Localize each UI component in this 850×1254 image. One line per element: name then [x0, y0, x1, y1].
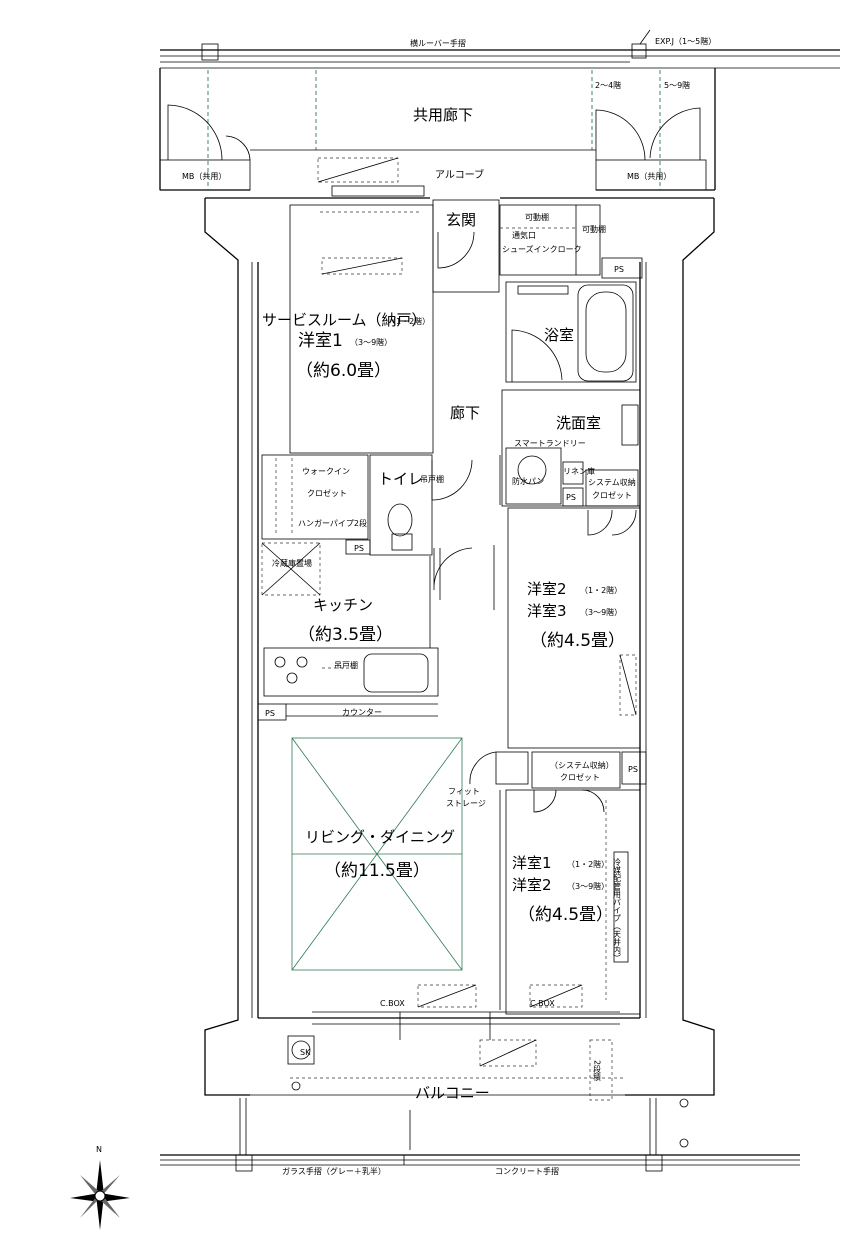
- washroom-label: 洗面室: [556, 414, 601, 432]
- toilet-label: トイレ: [378, 470, 423, 488]
- walkin-label: ウォークイン: [302, 467, 350, 476]
- expj-label: EXP.J（1～5階）: [655, 36, 716, 46]
- system-storage-2-label: （システム収納）: [550, 760, 614, 770]
- service-room-size: （約6.0畳）: [296, 361, 391, 381]
- sk-label: SK: [300, 1048, 311, 1057]
- hall-doors: [439, 455, 501, 610]
- hanger-pipe-label: ハンガーパイプ2段: [298, 518, 367, 528]
- service-room-label: サービスルーム（納戸）: [262, 311, 427, 329]
- living-dining-label: リビング・ダイニング: [305, 828, 455, 846]
- kitchen-size: （約3.5畳）: [298, 625, 393, 645]
- entrance-label: 玄関: [446, 211, 476, 229]
- bottom-rail: [160, 1154, 800, 1172]
- counter-label: カウンター: [342, 708, 382, 717]
- balcony-label: バルコニー: [415, 1084, 490, 1102]
- western-room-3-note: （3～9階）: [580, 607, 622, 617]
- service-room-note: （1・2階）: [388, 316, 430, 326]
- kitchen: [257, 542, 473, 721]
- movable-shelf-vertical-label: 可動棚: [582, 224, 606, 234]
- corridor-outline: [159, 68, 716, 191]
- western-room-2-label: 洋室2: [527, 580, 567, 598]
- bath-label: 浴室: [544, 326, 574, 344]
- closet-2-label: クロゼット: [560, 772, 600, 782]
- refrigerant-pipe-label: 冷媒配管用パイプ（天井内）: [613, 857, 622, 962]
- ps-toilet-label: PS: [354, 544, 364, 553]
- concrete-rail-label: コンクリート手摺: [495, 1166, 559, 1176]
- waterproof-pan-label: 防水パン: [512, 476, 544, 486]
- fit-storage: [469, 751, 529, 785]
- laundry-label: スマートランドリー: [514, 439, 586, 448]
- western-room-1b-note: （1・2階）: [567, 859, 609, 869]
- living-dining-size: （約11.5畳）: [324, 861, 430, 881]
- cbox-2-label: C.BOX: [530, 999, 555, 1008]
- two-tier-label: 2段積: [593, 1060, 602, 1082]
- top-louver: [160, 29, 840, 69]
- service-room: [289, 157, 434, 454]
- ps-room-label: PS: [628, 765, 638, 774]
- mb-right-label: MB（共用）: [627, 172, 671, 181]
- living-dining: [291, 737, 501, 1010]
- storage-label: ストレージ: [446, 799, 486, 808]
- mb-left-label: MB（共用）: [182, 172, 226, 181]
- entrance-area: [432, 199, 643, 293]
- western-room-2-note: （1・2階）: [580, 585, 622, 595]
- cbox-1-label: C.BOX: [380, 999, 405, 1008]
- glass-rail-label: ガラス手摺（グレー＋乳半）: [282, 1166, 386, 1176]
- toilet-shelf-label: 吊戸棚: [420, 474, 444, 484]
- compass-icon: [70, 1160, 130, 1230]
- linen-label: リネン庫: [563, 466, 595, 476]
- sash-windows: [312, 1011, 620, 1040]
- louver-label: 横ルーバー手摺: [410, 38, 466, 48]
- system-storage-label: システム収納: [588, 477, 636, 487]
- ps-kitchen-label: PS: [265, 709, 275, 718]
- toilet-room: [345, 454, 473, 556]
- floors-b-label: 5～9階: [664, 80, 690, 90]
- vent-label: 通気口: [512, 230, 536, 240]
- western-room-1-note: （3～9階）: [350, 337, 392, 347]
- western-room-3-label: 洋室3: [527, 602, 567, 620]
- movable-shelf-label: 可動棚: [525, 212, 549, 222]
- shoe-closet-label: シューズインクローク: [502, 244, 582, 254]
- corridor-label: 共用廊下: [413, 106, 473, 124]
- washroom: [501, 389, 641, 536]
- walkin-closet: [261, 454, 369, 540]
- western-room-1-label: 洋室1: [298, 331, 343, 351]
- western-room-2-size: （約4.5畳）: [530, 631, 625, 651]
- western-room-1b-size: （約4.5畳）: [518, 905, 613, 925]
- fit-label: フィット: [448, 787, 480, 796]
- building-outline: [204, 197, 715, 1096]
- ps-wash-label: PS: [566, 493, 576, 502]
- walkin-closet-label: クロゼット: [307, 488, 347, 498]
- balcony: [239, 1035, 689, 1155]
- north-label: N: [96, 1145, 102, 1154]
- western-room-2b-note: （3～9階）: [567, 881, 609, 891]
- floors-a-label: 2～4階: [595, 80, 621, 90]
- western-room-2: [507, 507, 647, 813]
- ps-entry-label: PS: [614, 265, 624, 274]
- western-room-1: [417, 789, 641, 1015]
- kitchen-label: キッチン: [313, 596, 373, 614]
- hall-label: 廊下: [450, 404, 480, 422]
- hanging-shelf-label: 吊戸棚: [334, 660, 358, 670]
- western-room-1b-label: 洋室1: [512, 854, 552, 872]
- system-closet-label: クロゼット: [592, 490, 632, 500]
- fridge-label: 冷蔵庫置場: [272, 558, 312, 568]
- alcove-label: アルコーブ: [435, 168, 484, 181]
- western-room-2b-label: 洋室2: [512, 876, 552, 894]
- bathroom: [505, 281, 637, 383]
